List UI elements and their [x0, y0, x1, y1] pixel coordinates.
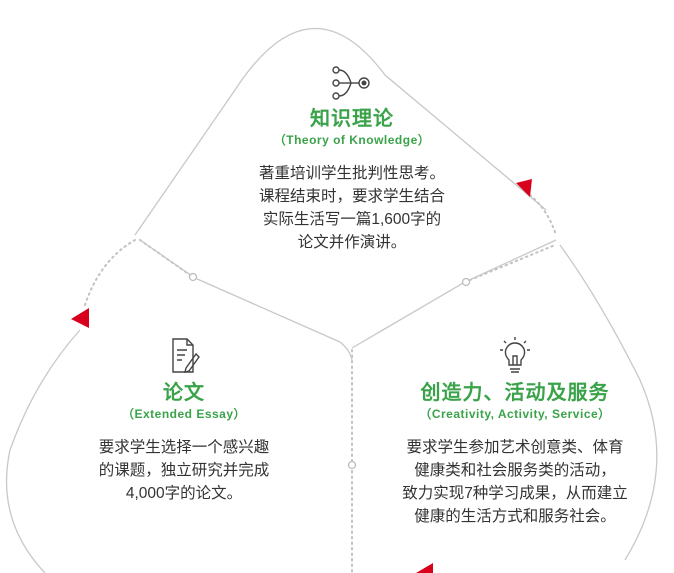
tok-subtitle: （Theory of Knowledge）: [273, 133, 431, 147]
divider-center: [339, 341, 353, 361]
ee-line: 4,000字的论文。: [125, 485, 243, 502]
tok-line: 论文并作演讲。: [297, 234, 407, 251]
ee-description: 要求学生选择一个感兴趣 的课题，独立研究并完成 4,000字的论文。: [58, 436, 310, 505]
outer-outline: [234, 28, 547, 211]
cas-line: 要求学生参加艺术创意类、体育: [406, 439, 624, 456]
network-target-icon: [332, 66, 370, 100]
cas-subtitle: （Creativity, Activity, Service）: [419, 407, 611, 421]
cas-description: 要求学生参加艺术创意类、体育 健康类和社会服务类的活动， 致力实现7种学习成果，…: [366, 436, 664, 528]
tok-line: 课程结束时，要求学生结合: [258, 188, 445, 205]
arrow-left: [71, 308, 89, 328]
cas-line: 致力实现7种学习成果，从而建立: [402, 485, 628, 502]
ee-title: 论文: [163, 382, 205, 404]
outer-outline-right: [559, 244, 658, 561]
section-cas: 创造力、活动及服务 （Creativity, Activity, Service…: [366, 336, 664, 528]
outer-outline-left: [5, 329, 81, 573]
node-right: [461, 277, 471, 287]
tok-title: 知识理论: [310, 108, 394, 130]
outer-outline-topleft: [134, 89, 236, 236]
section-ee: 论文 （Extended Essay） 要求学生选择一个感兴趣 的课题，独立研究…: [58, 336, 310, 505]
cas-line: 健康的生活方式和服务社会。: [414, 508, 616, 525]
ee-line: 要求学生选择一个感兴趣: [98, 439, 270, 456]
tok-line: 实际生活写一篇1,600字的: [262, 211, 442, 228]
section-tok: 知识理论 （Theory of Knowledge） 著重培训学生批判性思考。 …: [200, 64, 504, 254]
node-bottom: [347, 460, 357, 470]
cas-line: 健康类和社会服务类的活动，: [414, 462, 616, 479]
divider-left: [139, 239, 341, 343]
ee-subtitle: （Extended Essay）: [121, 407, 247, 421]
arrow-bottom: [416, 563, 433, 573]
node-left: [188, 272, 198, 282]
arrow-top-right: [516, 179, 532, 197]
dotted-connector-inner-right: [469, 244, 556, 281]
tok-description: 著重培训学生批判性思考。 课程结束时，要求学生结合 实际生活写一篇1,600字的…: [200, 162, 504, 254]
tok-line: 著重培训学生批判性思考。: [258, 165, 445, 182]
ee-line: 的课题，独立研究并完成: [98, 462, 270, 479]
document-pen-icon: [172, 338, 200, 373]
dotted-connector-right: [529, 194, 557, 236]
cas-title: 创造力、活动及服务: [420, 382, 610, 404]
dotted-connector-left: [84, 239, 136, 306]
lightbulb-icon: [500, 337, 530, 373]
